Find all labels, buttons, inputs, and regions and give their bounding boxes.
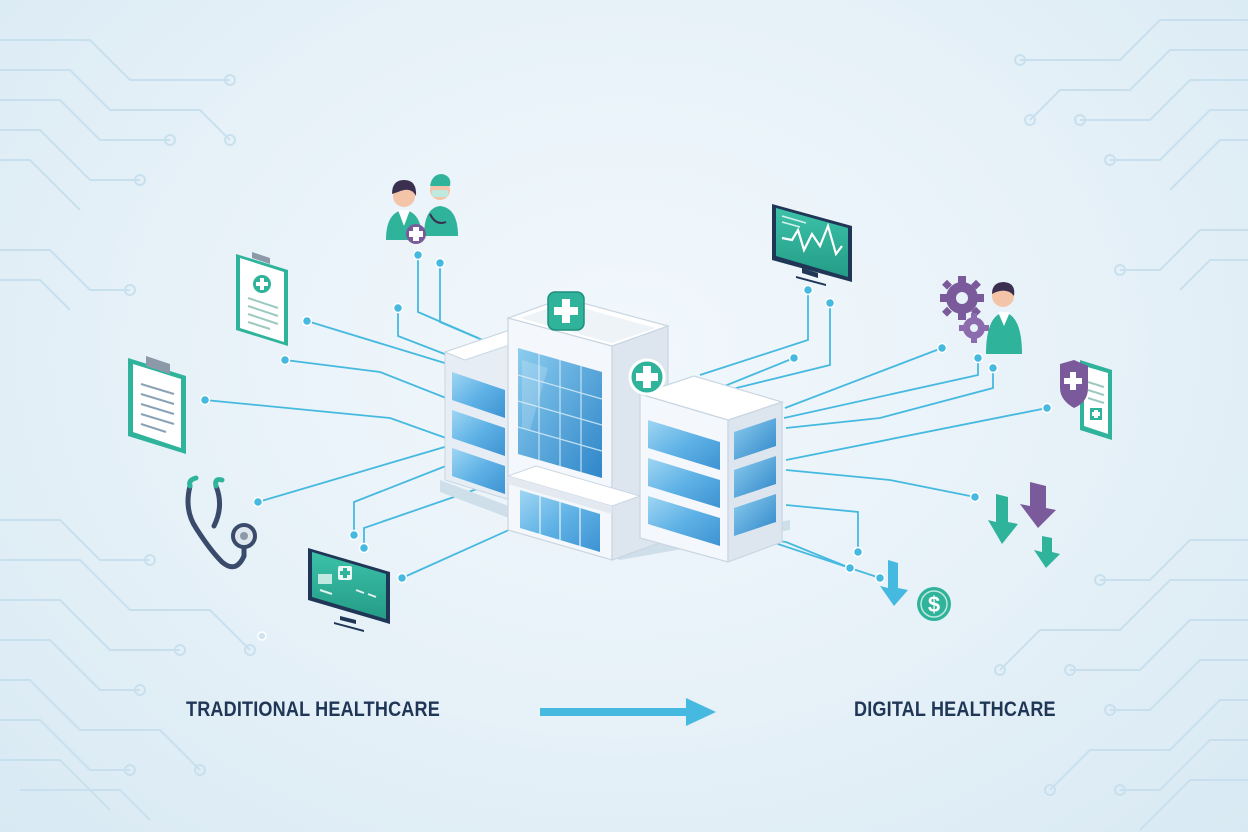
doctors-icon [386, 174, 458, 244]
connector-lines [204, 255, 1048, 579]
roof-cross-sign-icon [547, 291, 585, 331]
medical-record-icon [236, 252, 288, 346]
circuit-pattern-left [0, 39, 256, 821]
wall-cross-sign-icon [628, 358, 666, 396]
cost-down-arrows-icon [988, 482, 1060, 568]
health-monitor-icon [308, 548, 390, 632]
clipboard-icon [128, 356, 186, 454]
traditional-healthcare-label: TRADITIONAL HEALTHCARE [186, 698, 440, 721]
gears-staff-icon [940, 276, 1022, 354]
dollar-down-icon: $ [880, 560, 951, 621]
connector-nodes [199, 249, 1053, 641]
vital-signs-monitor-icon [772, 204, 852, 286]
insurance-shield-icon [1060, 360, 1112, 440]
dollar-symbol: $ [928, 592, 940, 617]
arrow-right-icon [540, 698, 716, 726]
digital-healthcare-label: DIGITAL HEALTHCARE [854, 698, 1056, 721]
hospital-building-icon [440, 291, 790, 563]
circuit-pattern-right [994, 19, 1248, 831]
stethoscope-icon [185, 475, 257, 570]
